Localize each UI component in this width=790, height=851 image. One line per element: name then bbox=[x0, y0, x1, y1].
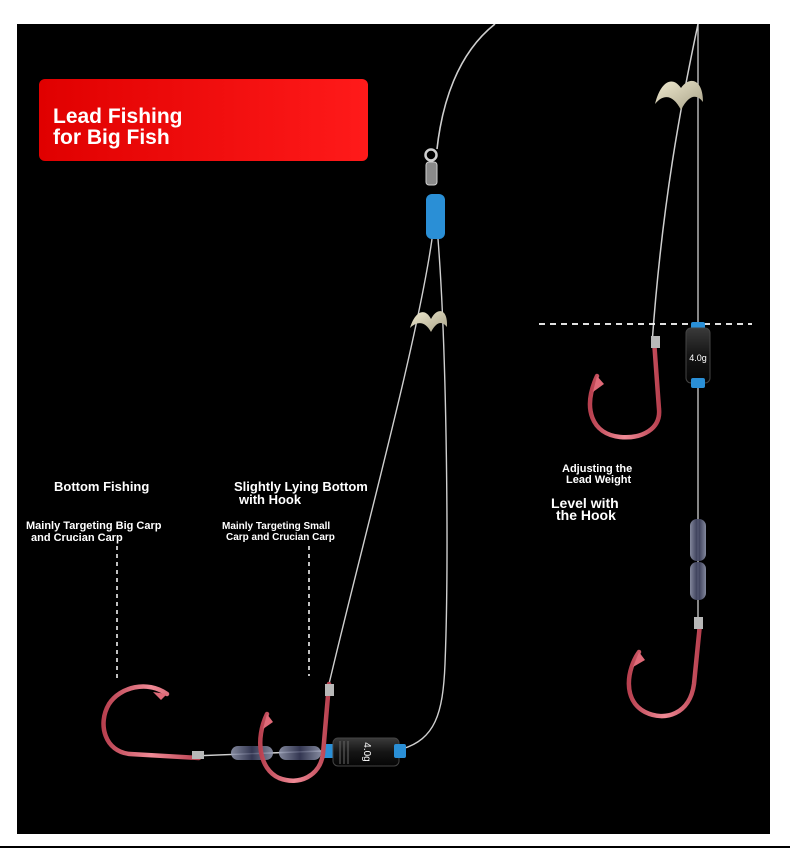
lead-weight-icon: 4.0g bbox=[322, 737, 406, 767]
bead-icon bbox=[231, 746, 273, 760]
lying-bottom-desc-line2: Carp and Crucian Carp bbox=[226, 532, 335, 543]
main-line-left bbox=[436, 24, 496, 150]
bottom-fishing-title: Bottom Fishing bbox=[54, 479, 150, 494]
bead-icon bbox=[690, 519, 706, 561]
bead-icon bbox=[279, 746, 321, 760]
title-banner: Lead Fishing for Big Fish bbox=[39, 79, 368, 161]
hook-icon bbox=[101, 684, 204, 761]
bottom-divider bbox=[0, 846, 790, 848]
lying-bottom-title-line1: Slightly Lying Bottom bbox=[234, 479, 368, 494]
adjust-weight-line1: Adjusting the bbox=[562, 463, 633, 475]
illustration-frame: 4.0g bbox=[17, 24, 770, 834]
hook-icon bbox=[258, 681, 334, 783]
lead-weight-icon: 4.0g bbox=[685, 322, 711, 388]
hook-line-left bbox=[328, 238, 433, 685]
bottom-fishing-desc-line2: and Crucian Carp bbox=[31, 532, 123, 544]
bottom-fishing-desc-line1: Mainly Targeting Big Carp bbox=[26, 520, 162, 532]
float-stopper-icon bbox=[410, 311, 448, 332]
adjust-weight-line2: Lead Weight bbox=[566, 474, 632, 486]
lying-bottom-title-line2: with Hook bbox=[239, 492, 302, 507]
weight-line-left bbox=[401, 238, 448, 750]
hook-icon bbox=[626, 617, 703, 719]
level-with-hook-line2: the Hook bbox=[556, 507, 616, 523]
banner-title-line1: Lead Fishing bbox=[53, 105, 183, 128]
float-stopper-icon bbox=[655, 80, 703, 110]
left-weight-label: 4.0g bbox=[361, 742, 372, 761]
right-weight-label: 4.0g bbox=[689, 353, 707, 363]
swivel-icon bbox=[424, 148, 438, 186]
lying-bottom-desc-line1: Mainly Targeting Small bbox=[222, 521, 331, 532]
hook-icon bbox=[587, 336, 662, 440]
bead-icon bbox=[690, 562, 706, 600]
level-with-hook-line1: Level with bbox=[551, 495, 619, 511]
bead-icon bbox=[426, 194, 445, 239]
banner-title-line2: for Big Fish bbox=[53, 126, 170, 149]
rig-illustration: 4.0g bbox=[101, 24, 752, 783]
main-line-right bbox=[651, 24, 699, 345]
